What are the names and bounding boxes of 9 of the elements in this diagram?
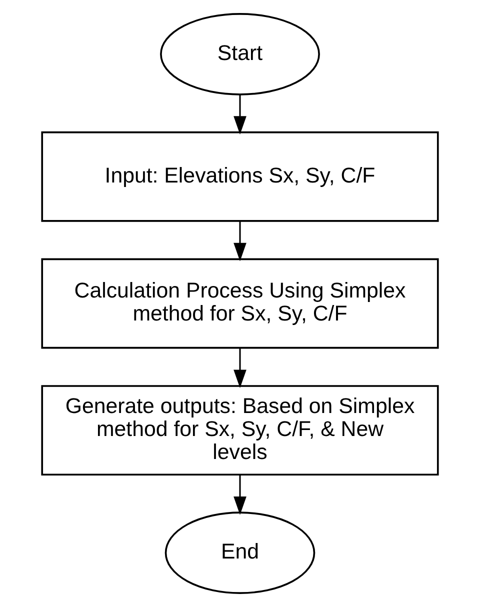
node-box: Calculation Process Using Simplex method for Sx, Sy, C/F	[41, 258, 439, 349]
arrow	[234, 348, 246, 388]
node-ellipse: End	[164, 512, 316, 594]
arrow	[234, 94, 246, 135]
node-ellipse: Start	[160, 13, 320, 96]
node-box: Generate outputs: Based on Simplex method for Sx, Sy, C/F, & New levels	[41, 385, 439, 476]
arrow	[234, 474, 246, 515]
arrow	[234, 221, 246, 262]
node-box: Input: Elevations Sx, Sy, C/F	[41, 131, 439, 222]
